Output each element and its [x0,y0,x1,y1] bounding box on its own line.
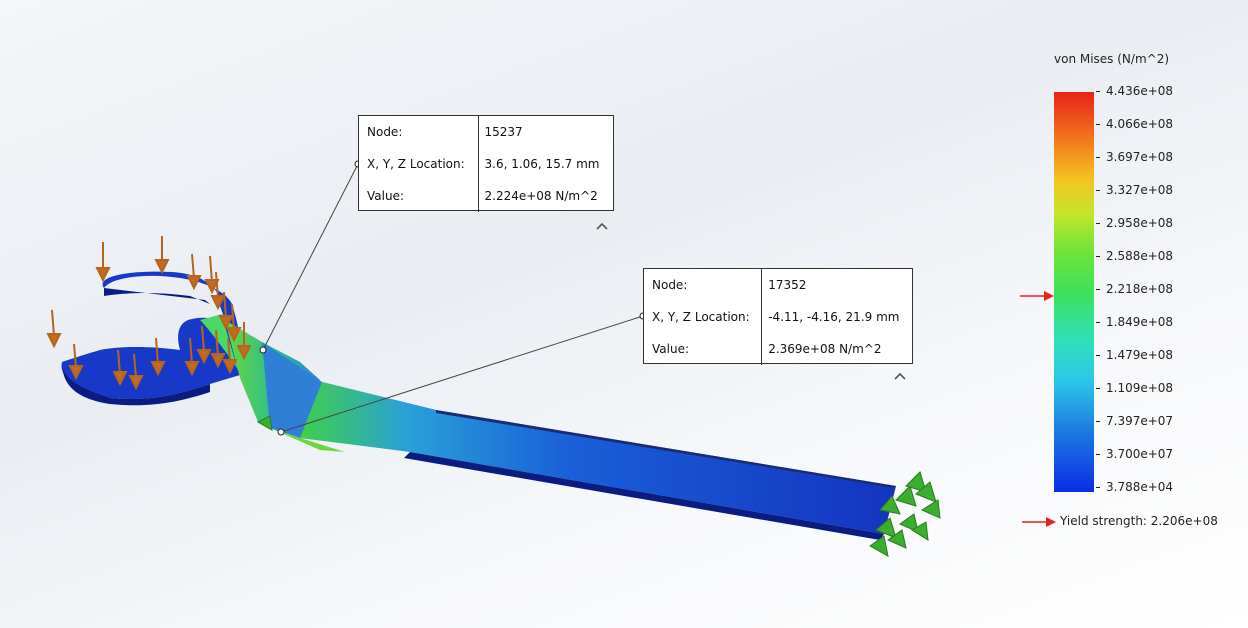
probe-node-label: Node: [644,269,763,301]
probe-location-value: 3.6, 1.06, 15.7 mm [484,157,600,171]
chevron-up-icon[interactable] [892,370,908,384]
probe-result-box-1[interactable]: Node: 15237 X, Y, Z Location: 3.6, 1.06,… [358,115,614,212]
legend-label: 3.788e+04 [1096,480,1173,494]
legend-label: 1.849e+08 [1096,315,1173,329]
probe-value-label: Value: [644,333,763,365]
probe-node-label: Node: [359,116,479,148]
probe-location-label: X, Y, Z Location: [359,148,479,180]
yield-strength-indicator: Yield strength: 2.206e+08 [1022,514,1218,528]
probe-value-value: 2.369e+08 N/m^2 [768,342,882,356]
legend-label: 2.218e+08 [1096,282,1173,296]
probe-point-1[interactable] [259,346,267,354]
legend-label: 2.588e+08 [1096,249,1173,263]
probe-result-box-2[interactable]: Node: 17352 X, Y, Z Location: -4.11, -4.… [643,268,913,365]
legend-label: 4.436e+08 [1096,84,1173,98]
chevron-up-icon[interactable] [594,220,610,234]
legend-label: 3.700e+07 [1096,447,1173,461]
legend-label: 1.479e+08 [1096,348,1173,362]
legend-label: 3.697e+08 [1096,150,1173,164]
probe-value-value: 2.224e+08 N/m^2 [484,189,598,203]
wrench-head[interactable] [61,271,243,406]
fixed-geometry-fixtures[interactable] [256,415,941,557]
yield-strength-label: Yield strength: 2.206e+08 [1060,514,1218,528]
force-load-arrows[interactable] [46,236,252,391]
wrench-handle[interactable] [300,382,896,540]
legend-label: 3.327e+08 [1096,183,1173,197]
legend-title: von Mises (N/m^2) [1054,52,1170,66]
probe-point-2[interactable] [277,428,285,436]
stress-legend[interactable]: von Mises (N/m^2) 4.436e+08 4.066e+08 3.… [1010,40,1240,540]
legend-label: 4.066e+08 [1096,117,1173,131]
legend-label: 1.109e+08 [1096,381,1173,395]
legend-color-bar [1054,92,1094,492]
probe-value-label: Value: [359,180,479,212]
probe-node-value: 15237 [484,125,523,139]
probe-leader-lines [262,163,644,433]
arrow-right-icon [1022,516,1056,527]
legend-label: 7.397e+07 [1096,414,1173,428]
yield-marker-arrow-icon [1020,291,1054,301]
probe-location-value: -4.11, -4.16, 21.9 mm [768,310,900,324]
probe-location-label: X, Y, Z Location: [644,301,763,333]
probe-node-value: 17352 [768,278,807,292]
legend-label: 2.958e+08 [1096,216,1173,230]
